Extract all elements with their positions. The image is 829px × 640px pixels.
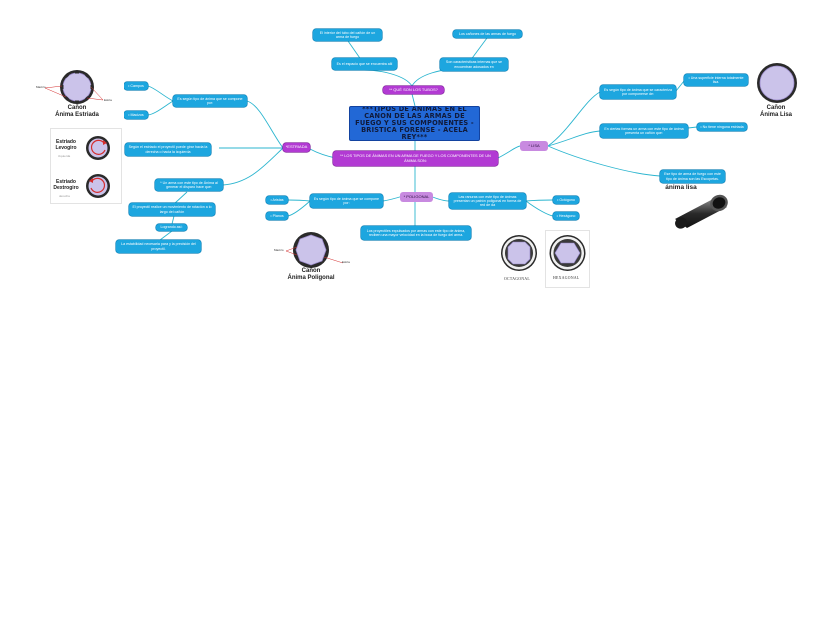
estriada-q4-node[interactable]: El proyectil realice un movimiento de ro… — [129, 203, 215, 216]
lisa-q1a-node[interactable]: • Una superficie interna totalmente lisa… — [684, 74, 748, 86]
poligonal-image — [268, 226, 360, 288]
estriada-node[interactable]: *ESTRIADA — [283, 143, 310, 152]
connector-lines — [147, 37, 698, 241]
estriada-macizo-label: Macizo — [36, 85, 46, 89]
estriada-caption: Cañon Ánima Estriada — [55, 105, 99, 118]
estriada-q6-node[interactable]: La estabilidad necesaria para y la preci… — [116, 240, 201, 253]
estriada-image — [30, 64, 124, 126]
levogiro-title: Estriado Levogiro — [55, 139, 77, 151]
poligonal-caption: Cañon Ánima Poligonal — [287, 268, 335, 281]
dextrogiro-title: Estriado Dextrogiro — [53, 179, 79, 191]
estriada-q5-node[interactable]: Logrando así: — [156, 224, 187, 231]
lisa-q2a-node[interactable]: • No tiene ninguna estriada — [697, 123, 747, 131]
estriada-q2-node[interactable]: Según el estriado el proyectil puede gir… — [125, 143, 211, 156]
rifled-barrel-icon — [44, 70, 104, 104]
lisa-photo-caption: ánima lisa — [665, 184, 697, 191]
smooth-barrel-photo — [668, 190, 734, 232]
estriada-macizos-node[interactable]: • Macizos — [124, 111, 148, 119]
barrel-tube-icon — [675, 194, 728, 229]
dextrogiro-sub: derecha — [59, 194, 70, 198]
poligonal-q3-node[interactable]: Los proyectiles expulsados por armas con… — [361, 226, 471, 240]
poligonal-planos-node[interactable]: • Planos — [266, 212, 288, 220]
lisa-q3-node[interactable]: Ese tipo de arma de fuego con este tipo … — [660, 170, 725, 183]
top-left2-node[interactable]: Es el espacio que se encuentra allí — [332, 58, 397, 70]
poligonal-octogono-node[interactable]: • Octógono — [553, 196, 579, 204]
rifling-direction-icons — [86, 136, 110, 198]
estriada-q1-node[interactable]: Es según tipo de ánima que se compone po… — [173, 95, 247, 107]
estriada-estria-label: Estría — [104, 98, 112, 102]
top-right1-node[interactable]: Los cañones de las armas de fuego — [453, 30, 522, 38]
lisa-q1-node[interactable]: Es según tipo de ánima que se caracteriz… — [600, 85, 676, 99]
subtitle-node[interactable]: ** LOS TIPOS DE ÁNIMAS EN UN ARMA DE FUE… — [333, 151, 498, 166]
hexagonal-caption: HEXAGONAL — [553, 276, 580, 280]
octagonal-caption: OCTAGONAL — [504, 277, 531, 281]
lisa-q2-node[interactable]: En ciertas formas un arma con este tipo … — [600, 124, 688, 138]
poligonal-node[interactable]: * POLIGONAL — [400, 192, 433, 202]
poligonal-q2-node[interactable]: Las ranuras con este tipo de ánimas pres… — [449, 193, 526, 209]
poligonal-estria-label: Estría — [342, 260, 350, 264]
poligonal-macizo-label: Macizo — [274, 248, 284, 252]
top-left1-node[interactable]: El interior del tubo del cañón de un arm… — [313, 29, 382, 41]
top-right2-node[interactable]: Son características internas que se encu… — [440, 58, 508, 71]
octagonal-image — [496, 230, 542, 288]
top-question-node[interactable]: ** QUÉ SON LOS TUBOS? — [383, 86, 444, 94]
poligonal-q1-node[interactable]: Es según tipo de ánima que se compone po… — [310, 194, 383, 208]
rifling-direction-image — [50, 128, 122, 204]
estriada-campos-node[interactable]: • Campos — [124, 82, 148, 90]
hexagonal-bore-icon — [549, 235, 586, 271]
hexagonal-image — [545, 230, 590, 288]
octagonal-bore-icon — [501, 235, 537, 271]
estriada-q3-node[interactable]: * Un arma con este tipo de Ánima al gene… — [155, 179, 223, 191]
polygonal-barrel-icon — [285, 232, 344, 268]
lisa-image — [752, 60, 802, 110]
levogiro-sub: izquierda — [58, 154, 71, 158]
lisa-caption: Cañon Ánima Lisa — [759, 105, 792, 118]
lisa-node[interactable]: * LISA — [520, 141, 548, 151]
central-title-node[interactable]: ***TIPOS DE ÁNIMAS EN EL CAÑON DE LAS AR… — [349, 106, 480, 141]
poligonal-hexagono-node[interactable]: • Hexágono — [553, 212, 579, 220]
poligonal-aristas-node[interactable]: • Aristas — [266, 196, 288, 204]
smooth-bore-icon — [757, 63, 797, 103]
